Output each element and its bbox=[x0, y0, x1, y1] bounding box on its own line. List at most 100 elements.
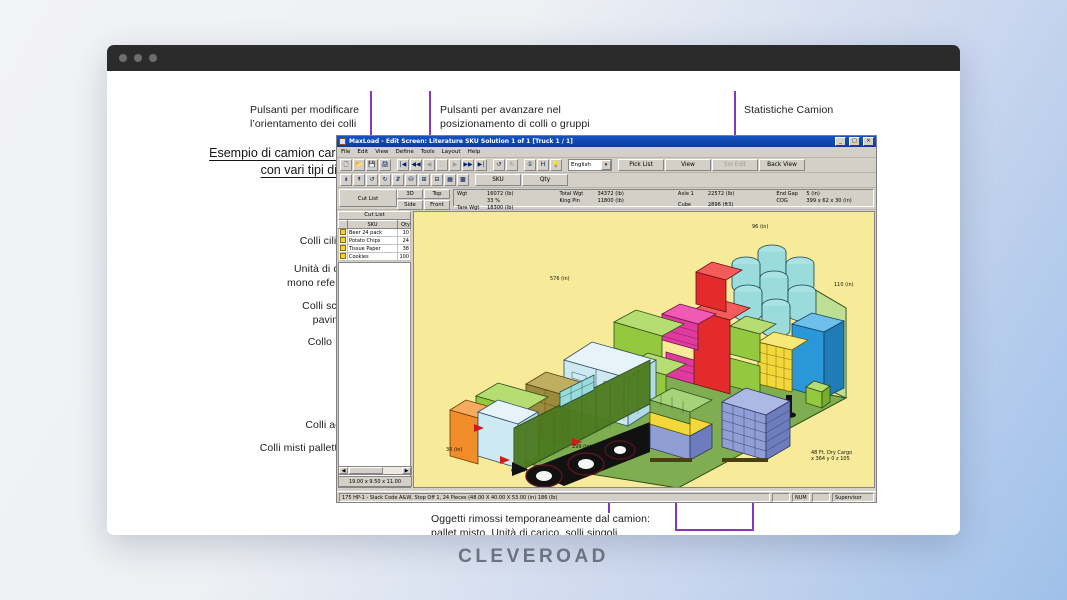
cut-list-panel: Cut List SKU Qty Beer 24 pack 10 bbox=[337, 210, 412, 489]
rotate-right-icon[interactable]: ↻ bbox=[379, 174, 391, 186]
app-window-title: MaxLoad - Edit Screen: Literature SKU So… bbox=[349, 138, 573, 145]
cut-list-empty-area[interactable] bbox=[338, 262, 411, 488]
user-indicator: Supervisor bbox=[832, 492, 874, 502]
new-icon[interactable]: 🗋 bbox=[340, 159, 352, 171]
truck-statistics-bar: Cut List 3D Top Side Front Wgt 16072 (lb… bbox=[337, 188, 876, 211]
view-side-button[interactable]: Side bbox=[397, 200, 423, 210]
sol-edit-button[interactable]: Sol Edit bbox=[712, 159, 758, 171]
flip-icon[interactable]: ⇵ bbox=[392, 174, 404, 186]
truck-wheels bbox=[512, 422, 650, 487]
maximize-button[interactable]: □ bbox=[849, 137, 860, 146]
cab-length-label: 62 (in) bbox=[511, 468, 528, 474]
highlight-icon[interactable]: 💡 bbox=[550, 159, 562, 171]
stat-axle-label: Axle 1 bbox=[677, 191, 694, 197]
menu-item-edit[interactable]: Edit bbox=[357, 149, 369, 155]
yellow-grid-block bbox=[756, 331, 810, 393]
stop-icon[interactable]: ◌ bbox=[436, 159, 448, 171]
hide-icon[interactable]: H bbox=[537, 159, 549, 171]
callout-mixed-palletized: Colli misti pallettizzati bbox=[259, 442, 362, 454]
info-icon[interactable]: ① bbox=[524, 159, 536, 171]
sku-tab-button[interactable]: SKU bbox=[475, 174, 521, 186]
right-gap-label: 299 (in) bbox=[572, 444, 592, 450]
callout-line-removed-join bbox=[675, 529, 753, 531]
last-icon[interactable]: ▶| bbox=[475, 159, 487, 171]
table-row[interactable]: Cookies 100 bbox=[338, 252, 411, 261]
scroll-right-icon[interactable]: ▶ bbox=[402, 467, 411, 474]
minimize-dot[interactable] bbox=[134, 54, 142, 62]
sku-table[interactable]: SKU Qty Beer 24 pack 10 Potato Chips 24 bbox=[338, 220, 411, 261]
cut-list-header: Cut List bbox=[338, 211, 411, 220]
menu-item-define[interactable]: Define bbox=[395, 149, 414, 155]
rotate-up-icon[interactable]: ↟ bbox=[353, 174, 365, 186]
spread-icon[interactable]: ⊟ bbox=[431, 174, 443, 186]
table-row[interactable]: Beer 24 pack 10 bbox=[338, 228, 411, 237]
brand-logo: CLEVEROAD bbox=[458, 546, 609, 567]
minimize-button[interactable]: _ bbox=[835, 137, 846, 146]
stat-pct-value: 33 % bbox=[487, 198, 500, 204]
stat-cog-value: 399 x 62 x 30 (in) bbox=[806, 198, 852, 204]
print-icon[interactable]: 🖨 bbox=[379, 159, 391, 171]
qty-tab-button[interactable]: Qty bbox=[522, 174, 568, 186]
menu-item-file[interactable]: File bbox=[341, 149, 351, 155]
cut-list-tab[interactable]: Cut List bbox=[339, 189, 397, 207]
num-lock-indicator: NUM bbox=[792, 492, 810, 502]
close-dot[interactable] bbox=[119, 54, 127, 62]
language-select-value: English bbox=[571, 161, 591, 168]
row-qty: 10 bbox=[397, 228, 411, 237]
view-3d-button[interactable]: 3D bbox=[397, 189, 423, 199]
stat-axle: Axle 1 22572 (lb) bbox=[678, 191, 734, 197]
horizontal-scrollbar[interactable]: ◀ ▶ bbox=[338, 466, 412, 475]
menu-item-tools[interactable]: Tools bbox=[420, 149, 435, 155]
stat-king-pin: King Pin 11800 (lb) bbox=[559, 198, 623, 204]
back-view-button[interactable]: Back View bbox=[759, 159, 805, 171]
cylindrical-drums bbox=[731, 244, 817, 338]
align-icon[interactable]: ⊞ bbox=[418, 174, 430, 186]
view-top-button[interactable]: Top bbox=[424, 189, 450, 199]
stack-icon[interactable]: ⛁ bbox=[405, 174, 417, 186]
stat-end-gap: End Gap 5 (in) bbox=[776, 191, 851, 197]
truck-3d-canvas[interactable]: 576 (in) 96 (in) 110 (in) 62 (in) 36 (in… bbox=[413, 211, 875, 488]
mixed-pallet bbox=[648, 387, 714, 462]
loose-single-package bbox=[805, 380, 831, 409]
menu-item-help[interactable]: Help bbox=[467, 149, 481, 155]
chevron-down-icon[interactable]: ▾ bbox=[601, 160, 611, 170]
row-sku: Cookies bbox=[347, 252, 398, 261]
row-icon-cell bbox=[338, 244, 348, 253]
stat-total-wgt-value: 34372 (lb) bbox=[597, 191, 624, 197]
next-icon[interactable]: ▶ bbox=[449, 159, 461, 171]
view-front-button[interactable]: Front bbox=[424, 200, 450, 210]
app-icon bbox=[339, 138, 346, 145]
scroll-left-icon[interactable]: ◀ bbox=[339, 467, 348, 474]
save-icon[interactable]: 💾 bbox=[366, 159, 378, 171]
first-icon[interactable]: |◀ bbox=[397, 159, 409, 171]
next-group-icon[interactable]: ▶▶ bbox=[462, 159, 474, 171]
grid-icon[interactable]: ▦ bbox=[444, 174, 456, 186]
rotate-left-icon[interactable]: ↺ bbox=[366, 174, 378, 186]
rotate-down-icon[interactable]: ↡ bbox=[340, 174, 352, 186]
stat-axle-value: 22572 (lb) bbox=[707, 191, 735, 197]
grid2-icon[interactable]: ▩ bbox=[457, 174, 469, 186]
prev-group-icon[interactable]: ◀◀ bbox=[410, 159, 422, 171]
pick-list-button[interactable]: Pick List bbox=[618, 159, 664, 171]
close-button[interactable]: × bbox=[863, 137, 874, 146]
package-icon bbox=[340, 245, 346, 252]
redo-icon[interactable]: ↻ bbox=[506, 159, 518, 171]
menu-item-layout[interactable]: Layout bbox=[441, 149, 461, 155]
open-icon[interactable]: 📂 bbox=[353, 159, 365, 171]
stat-cog: COG 399 x 62 x 30 (in) bbox=[776, 198, 851, 204]
table-row[interactable]: Tissue Paper 38 bbox=[338, 244, 411, 253]
view-button[interactable]: View bbox=[665, 159, 711, 171]
prev-icon[interactable]: ◀ bbox=[423, 159, 435, 171]
stat-tare: Tare Wgt 18300 (lb) bbox=[457, 205, 513, 211]
stat-wgt: Wgt 16072 (lb) bbox=[457, 191, 513, 197]
stat-total-wgt-label: Total Wgt bbox=[559, 191, 584, 197]
maximize-dot[interactable] bbox=[149, 54, 157, 62]
undo-icon[interactable]: ↺ bbox=[493, 159, 505, 171]
cargo-spec-label: 48 Ft. Dry Cargo x 364 y 0 z 105 bbox=[811, 450, 853, 462]
sku-table-header-row: SKU Qty bbox=[338, 220, 411, 229]
table-row[interactable]: Potato Chips 24 bbox=[338, 236, 411, 245]
scroll-thumb[interactable] bbox=[349, 467, 383, 474]
menu-item-view[interactable]: View bbox=[375, 149, 389, 155]
stat-tare-value: 18300 (lb) bbox=[487, 205, 514, 211]
language-select[interactable]: English ▾ bbox=[568, 159, 612, 171]
